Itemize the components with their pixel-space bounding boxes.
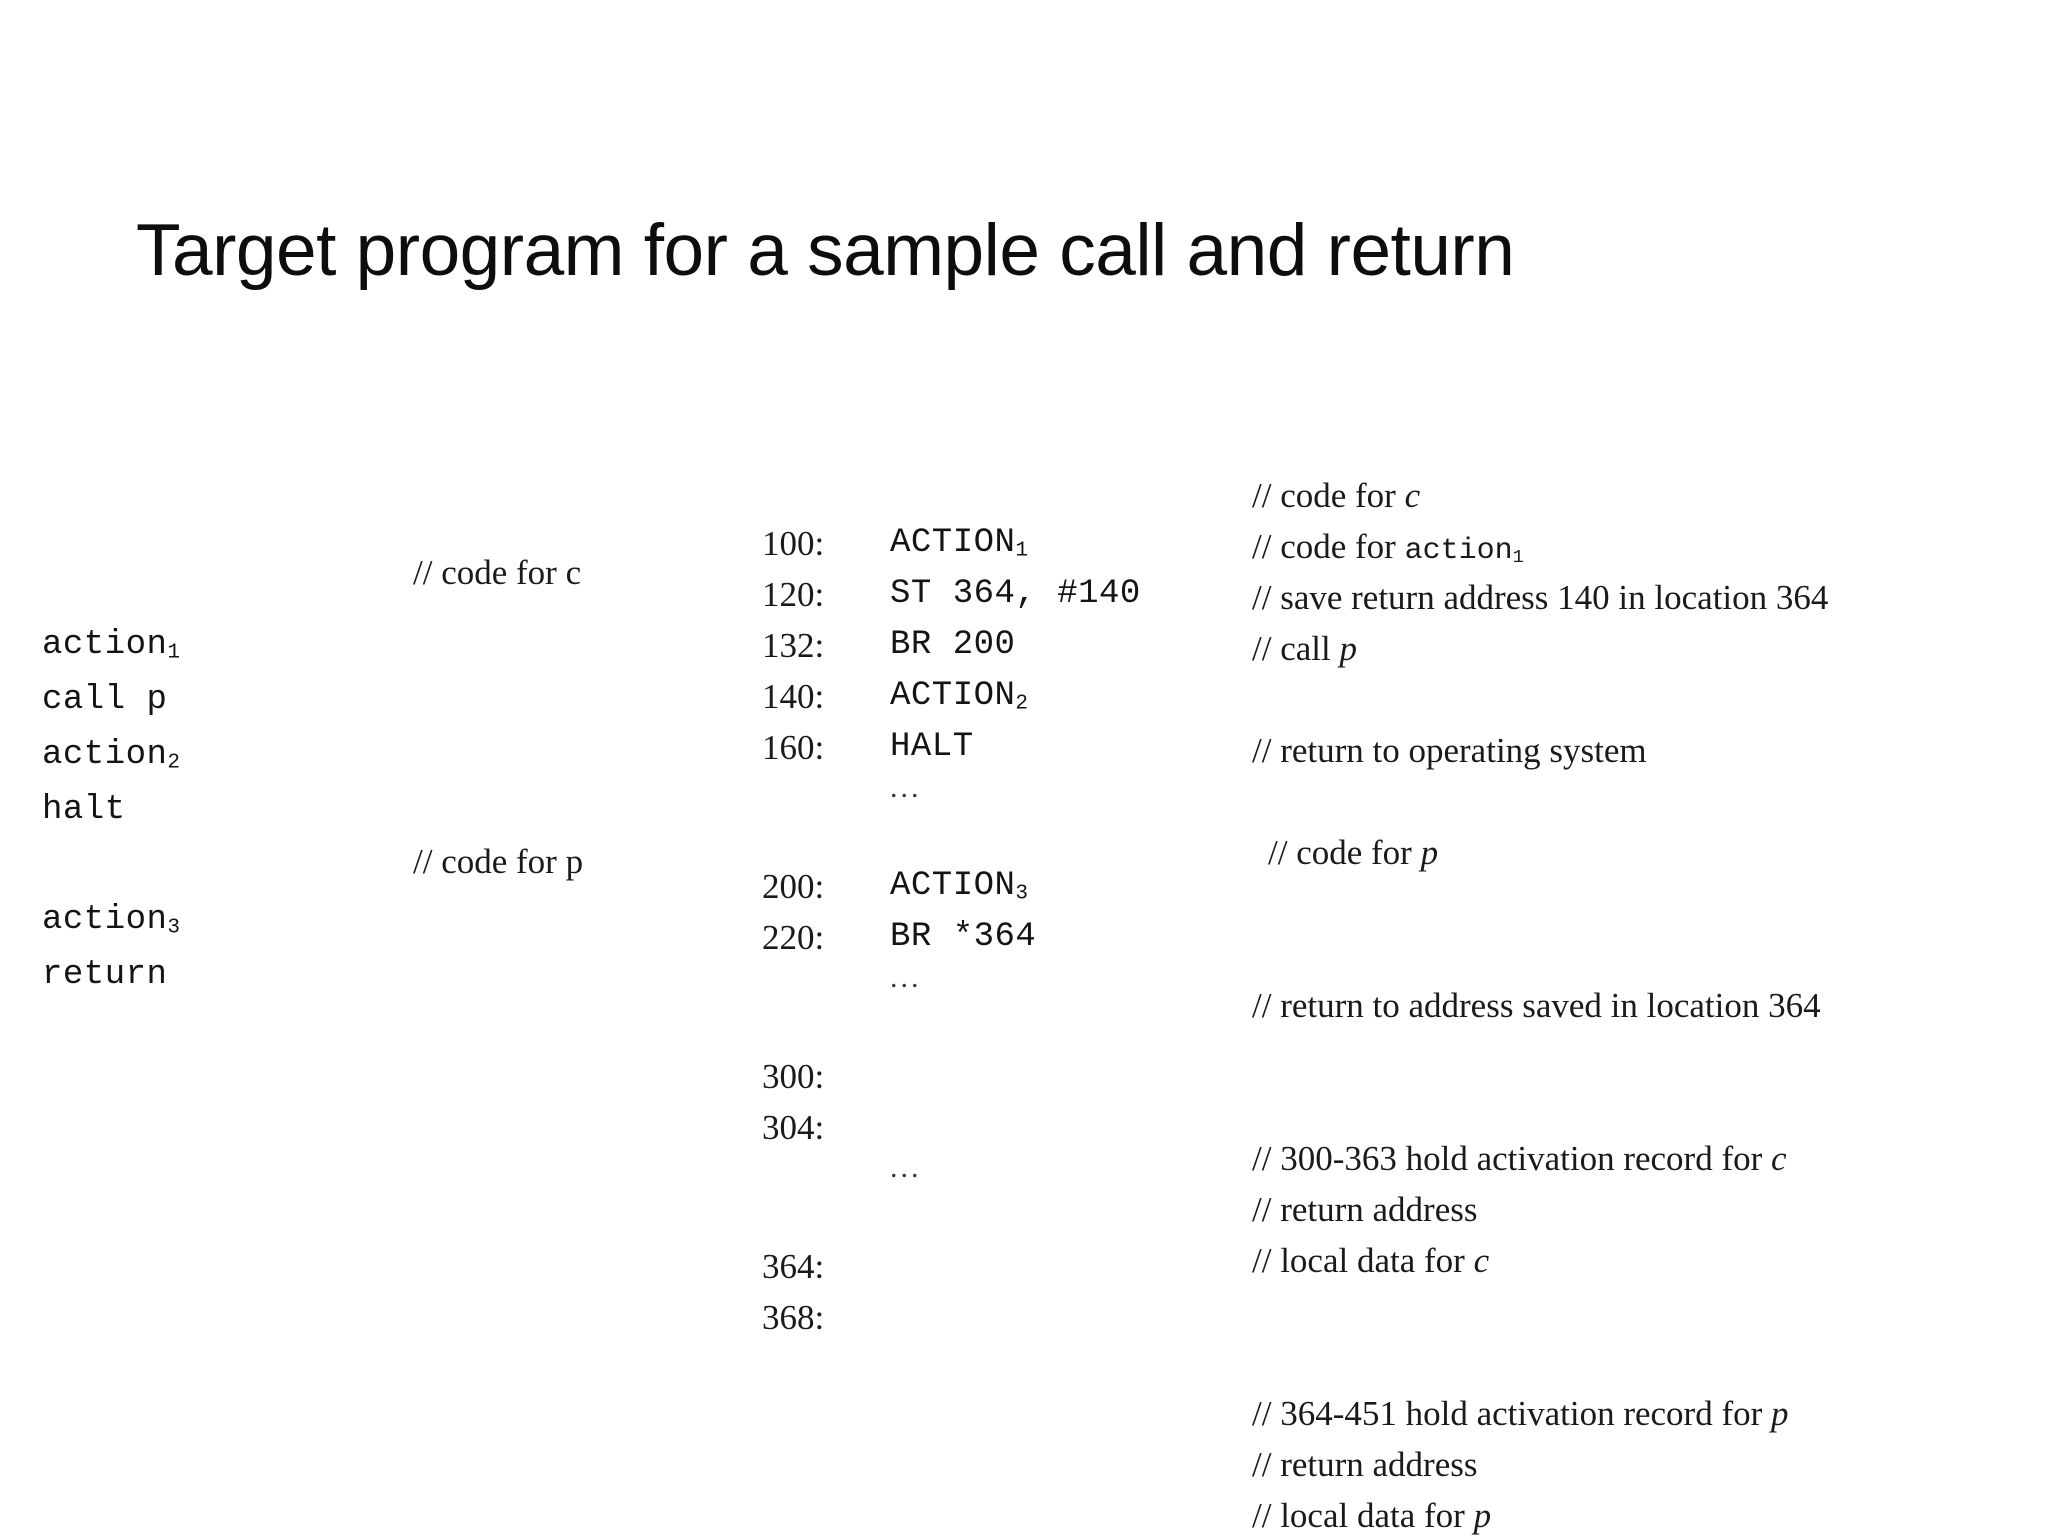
comment-call-p: // call p [1252, 629, 1357, 668]
mono-action: action1 [1404, 534, 1524, 569]
source-line: halt [42, 783, 342, 838]
var-c: c [1404, 476, 1421, 515]
listing-address: 368: [762, 1298, 825, 1337]
source-line: action2 [42, 728, 342, 783]
listing-row: 140: ACTION2 [762, 671, 1141, 722]
source-line: action1 [42, 618, 342, 673]
listing-row: 364: [762, 1241, 1141, 1292]
page-title: Target program for a sample call and ret… [136, 210, 1515, 291]
listing-address: 160: [762, 728, 825, 767]
source-code-column: action1 call p action2 halt action3 retu… [42, 618, 342, 1003]
comment-return-to-saved-address: // return to address saved in location 3… [1252, 986, 1821, 1025]
listing-ellipsis: ... [762, 1153, 1141, 1201]
listing-address: 300: [762, 1057, 825, 1096]
listing-instruction: ST 364, #140 [890, 575, 1141, 613]
comment-local-data-p: // local data for p [1252, 1496, 1492, 1535]
listing-row: 304: [762, 1102, 1141, 1153]
caption-code-for-p: // code for p [413, 842, 584, 881]
source-line-text: action [42, 736, 168, 774]
listing-address: 220: [762, 918, 825, 957]
listing-row: 120: ST 364, #140 [762, 569, 1141, 620]
listing-instruction: ACTION3 [890, 867, 1029, 906]
comment-code-for-action1: // code for action1 [1252, 527, 1524, 569]
source-line-text: return [42, 956, 168, 994]
listing-ellipsis: ... [762, 963, 1141, 1011]
source-line-sub: 3 [167, 915, 181, 940]
listing-spacer [762, 821, 1141, 861]
var-p: p [1420, 833, 1439, 872]
comment-return-address-c: // return address [1252, 1190, 1478, 1229]
listing-address: 304: [762, 1108, 825, 1147]
source-line-sub: 2 [167, 750, 181, 775]
listing-instruction: ACTION2 [890, 677, 1029, 716]
comments-column: // code for c // code for action1 // sav… [1252, 470, 1828, 1536]
source-line-text: call p [42, 681, 168, 719]
listing-address: 120: [762, 575, 825, 614]
var-p: p [1339, 629, 1357, 668]
source-line: return [42, 948, 342, 1003]
comment-local-data-c: // local data for c [1252, 1241, 1490, 1280]
caption-code-for-c: // code for c [413, 553, 582, 592]
listing-address: 200: [762, 867, 825, 906]
comment-activation-record-c: // 300-363 hold activation record for c [1252, 1139, 1787, 1178]
var-c: c [1771, 1139, 1787, 1178]
machine-listing-column: 100: ACTION1 120: ST 364, #140 132: BR 2… [762, 518, 1141, 1343]
source-line-text: action [42, 626, 168, 664]
listing-address: 140: [762, 677, 825, 716]
ellipsis-text: ... [890, 961, 922, 994]
var-c: c [1473, 1241, 1490, 1280]
ellipsis-text: ... [890, 771, 922, 804]
listing-address: 100: [762, 524, 825, 563]
listing-address: 132: [762, 626, 825, 665]
listing-row: 100: ACTION1 [762, 518, 1141, 569]
listing-row: 132: BR 200 [762, 620, 1141, 671]
listing-row: 300: [762, 1051, 1141, 1102]
comment-code-for-c: // code for c [1252, 476, 1421, 515]
comment-return-address-p: // return address [1252, 1445, 1478, 1484]
var-p: p [1473, 1496, 1492, 1535]
listing-instruction: BR 200 [890, 626, 1016, 664]
listing-spacer [762, 1201, 1141, 1241]
listing-row: 160: HALT [762, 722, 1141, 773]
comment-return-to-os: // return to operating system [1252, 731, 1647, 770]
listing-instruction: ACTION1 [890, 524, 1029, 563]
listing-instruction: BR *364 [890, 918, 1037, 956]
comment-activation-record-p: // 364-451 hold activation record for p [1252, 1394, 1789, 1433]
source-line: call p [42, 673, 342, 728]
comment-save-return-address: // save return address 140 in location 3… [1252, 578, 1829, 617]
source-line-text: halt [42, 791, 126, 829]
listing-row: 220: BR *364 [762, 912, 1141, 963]
listing-instruction: HALT [890, 728, 974, 766]
comment-code-for-p: // code for p [1268, 833, 1439, 872]
listing-spacer [762, 1011, 1141, 1051]
listing-address: 364: [762, 1247, 825, 1286]
listing-row: 368: [762, 1292, 1141, 1343]
var-p: p [1771, 1394, 1789, 1433]
listing-row: 200: ACTION3 [762, 861, 1141, 912]
listing-ellipsis: ... [762, 773, 1141, 821]
source-line: action3 [42, 893, 342, 948]
source-line-sub: 1 [167, 640, 181, 665]
source-line-text: action [42, 901, 168, 939]
ellipsis-text: ... [890, 1151, 922, 1184]
